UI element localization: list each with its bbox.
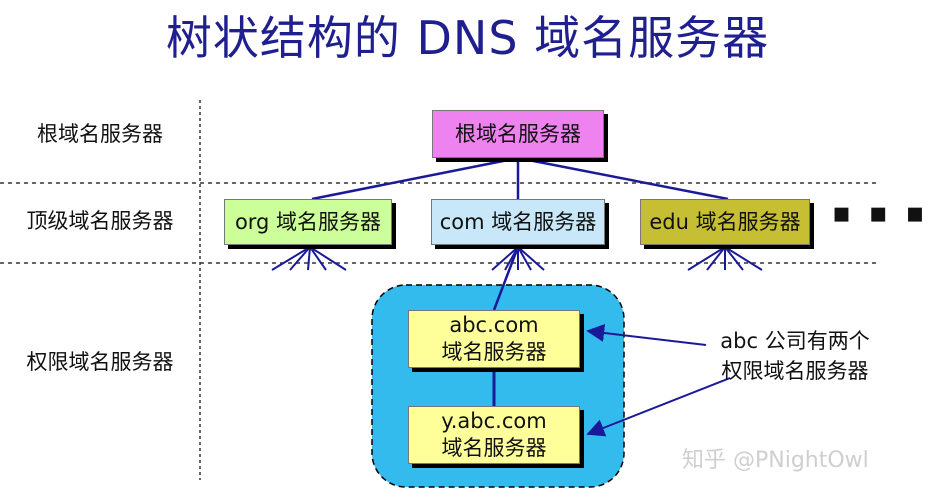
edu-server-node: edu 域名服务器 [640, 199, 810, 245]
com-server-node: com 域名服务器 [431, 199, 605, 245]
annotation-arrow-abc [586, 323, 707, 346]
annotation-arrow-yabc [586, 377, 731, 437]
level-label-root: 根域名服务器 [37, 122, 163, 146]
root-server-node: 根域名服务器 [432, 110, 604, 158]
annotation-text: abc 公司有两个 权限域名服务器 [700, 326, 890, 386]
edge-com-abc [492, 246, 520, 311]
abc-server-label: 域名服务器 [441, 340, 547, 364]
com-server-label: com 域名服务器 [439, 209, 597, 234]
fanout-org [271, 246, 347, 271]
diagram-title: 树状结构的 DNS 域名服务器 [165, 11, 770, 65]
yabc-server-node: y.abc.com 域名服务器 [408, 406, 580, 464]
abc-server-domain: abc.com [449, 313, 539, 337]
edge-root-org [311, 156, 519, 201]
root-server-label: 根域名服务器 [455, 121, 581, 146]
yabc-server-domain: y.abc.com [441, 409, 547, 433]
fanout-edu [687, 246, 763, 271]
org-server-label: org 域名服务器 [234, 209, 382, 234]
more-tld-ellipsis: ▪ ▪ ▪ [832, 196, 929, 229]
watermark: 知乎 @PNightOwl [682, 448, 869, 473]
edu-server-label: edu 域名服务器 [649, 209, 801, 234]
level-label-top-level: 顶级域名服务器 [26, 209, 174, 233]
org-server-node: org 域名服务器 [224, 199, 392, 245]
yabc-server-label: 域名服务器 [441, 436, 547, 460]
annotation-line-2: 权限域名服务器 [721, 359, 869, 383]
abc-server-node: abc.com 域名服务器 [408, 310, 580, 368]
level-label-authoritative: 权限域名服务器 [26, 350, 174, 374]
annotation-line-1: abc 公司有两个 [720, 329, 870, 353]
edge-root-edu [517, 156, 729, 201]
